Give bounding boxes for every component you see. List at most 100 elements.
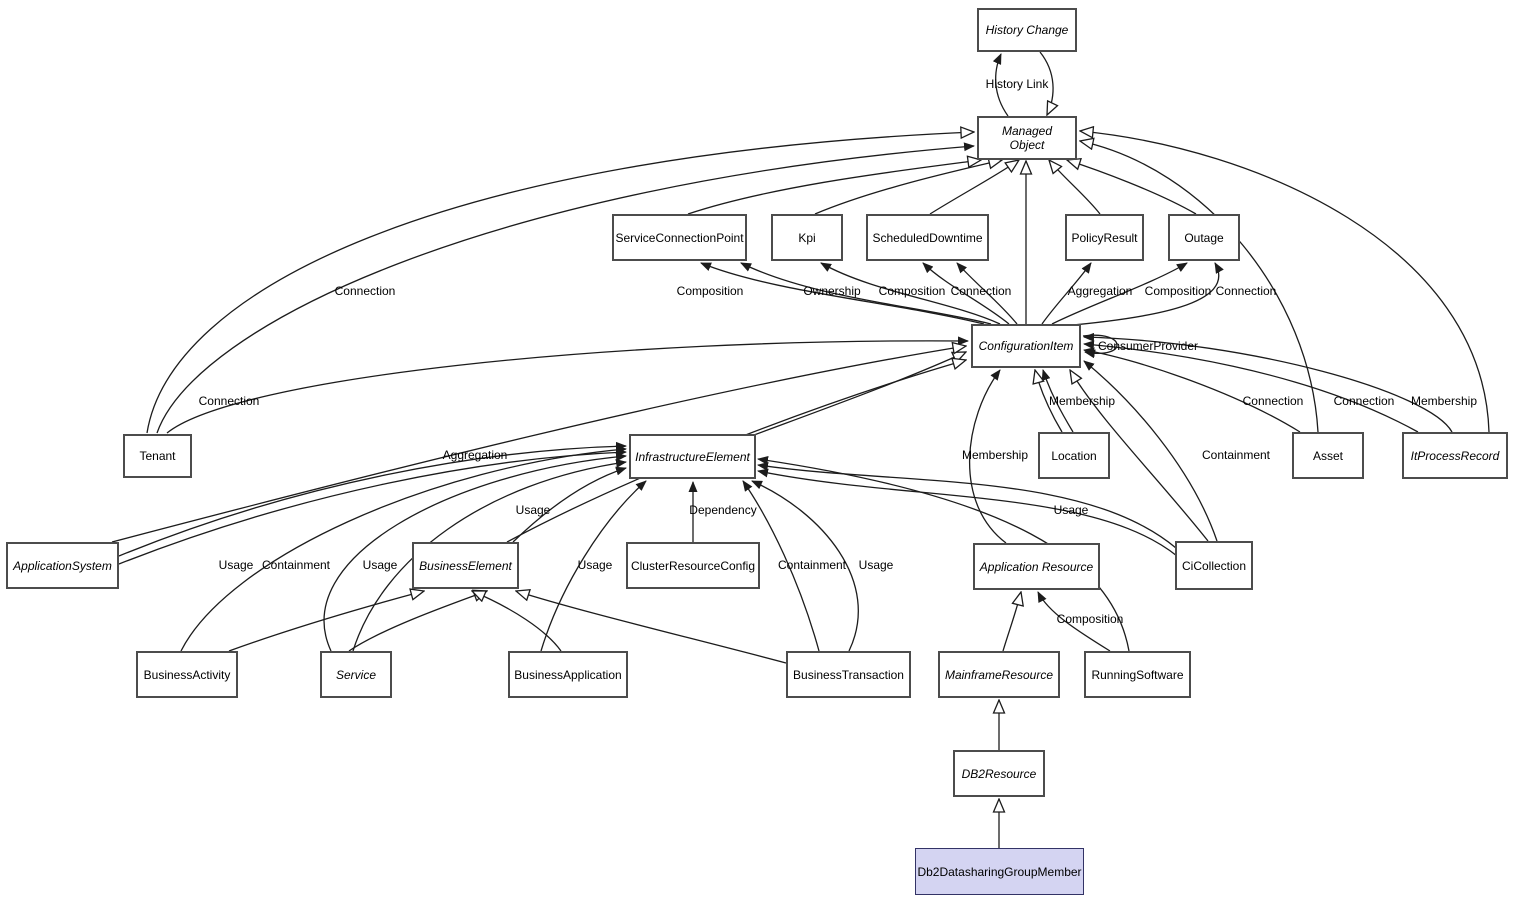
edge-label-composition-4: Composition: [878, 284, 946, 298]
edge-business-activity-to-business-element: [228, 591, 424, 652]
class-label-db2-resource: DB2Resource: [961, 766, 1037, 781]
edge-application-system-to-configuration-item: [111, 346, 966, 543]
edge-configuration-item-consumer-provider-loop: [1082, 334, 1118, 359]
edge-business-element-to-infrastructure-element-usage: [512, 466, 627, 543]
edge-label-ownership-3: Ownership: [803, 284, 861, 298]
class-box-kpi[interactable]: Kpi: [771, 214, 843, 261]
class-label-business-element: BusinessElement: [419, 558, 512, 573]
edge-location-to-configuration-item-membership: [1041, 369, 1074, 433]
edge-label-aggregation-6: Aggregation: [1067, 284, 1133, 298]
edge-label-aggregation-15: Aggregation: [442, 448, 508, 462]
edge-label-connection-8: Connection: [1215, 284, 1277, 298]
class-label-running-software: RunningSoftware: [1091, 667, 1184, 682]
class-box-application-system[interactable]: ApplicationSystem: [6, 542, 119, 589]
edge-service-to-infrastructure-element-usage: [352, 458, 627, 652]
class-label-scheduled-downtime: ScheduledDowntime: [872, 230, 983, 245]
edge-it-process-record-to-configuration-item-membership: [1083, 332, 1453, 433]
edge-label-composition-27: Composition: [1056, 612, 1124, 626]
edge-service-to-infrastructure-element-containment: [323, 452, 627, 652]
edge-label-containment-17: Containment: [1201, 448, 1271, 462]
class-box-db2-datasharing-group-member[interactable]: Db2DatasharingGroupMember: [915, 848, 1084, 895]
edge-tenant-to-configuration-item-connection: [166, 336, 969, 434]
edge-label-history-link-0: History Link: [985, 77, 1049, 91]
class-box-business-activity[interactable]: BusinessActivity: [136, 651, 238, 698]
class-box-service-connection-point[interactable]: ServiceConnectionPoint: [612, 214, 747, 261]
edge-label-consumerprovider-9: ConsumerProvider: [1097, 339, 1199, 353]
edge-application-system-to-infrastructure-element-aggregation: [118, 441, 627, 557]
class-box-db2-resource[interactable]: DB2Resource: [953, 750, 1045, 797]
edge-business-application-to-business-element: [472, 591, 562, 652]
class-box-infrastructure-element[interactable]: InfrastructureElement: [629, 434, 756, 479]
edge-asset-to-managed-object: [1080, 141, 1319, 433]
class-box-business-element[interactable]: BusinessElement: [412, 542, 519, 589]
class-label-it-process-record: ItProcessRecord: [1410, 448, 1500, 463]
class-label-service: Service: [335, 667, 376, 682]
class-label-policy-result: PolicyResult: [1071, 230, 1138, 245]
class-box-location[interactable]: Location: [1038, 432, 1110, 479]
class-label-history-change: History Change: [985, 23, 1069, 37]
edge-it-process-record-to-managed-object: [1080, 131, 1490, 433]
class-label-asset: Asset: [1312, 448, 1343, 463]
class-label-location: Location: [1051, 448, 1097, 463]
edge-label-composition-2: Composition: [676, 284, 744, 298]
edge-configuration-item-to-policy-result-aggregation: [1041, 262, 1092, 325]
edge-label-usage-18: Usage: [515, 503, 551, 517]
edge-label-containment-25: Containment: [777, 558, 847, 572]
class-box-running-software[interactable]: RunningSoftware: [1084, 651, 1191, 698]
class-box-business-application[interactable]: BusinessApplication: [508, 651, 628, 698]
edge-policy-result-to-managed-object: [1049, 160, 1101, 215]
edge-infrastructure-element-to-configuration-item: [753, 352, 966, 436]
class-box-managed-object[interactable]: Managed Object: [977, 116, 1077, 160]
edge-business-activity-to-infrastructure-element-usage: [180, 445, 627, 652]
edge-managed-object-to-history-change-history-link: [992, 53, 1009, 117]
edge-outage-to-managed-object: [1067, 160, 1197, 215]
class-box-it-process-record[interactable]: ItProcessRecord: [1402, 432, 1508, 479]
edge-label-connection-10: Connection: [198, 394, 260, 408]
edge-label-connection-12: Connection: [1242, 394, 1304, 408]
edge-ci-collection-to-infrastructure-element-2: [757, 468, 1178, 557]
class-box-asset[interactable]: Asset: [1292, 432, 1364, 479]
class-label-business-application: BusinessApplication: [514, 667, 622, 682]
edge-configuration-item-to-kpi-ownership: [820, 262, 1001, 325]
edge-label-membership-14: Membership: [1410, 394, 1478, 408]
class-label-cluster-resource-config: ClusterResourceConfig: [630, 558, 756, 573]
edge-label-dependency-19: Dependency: [689, 503, 757, 517]
class-box-application-resource[interactable]: Application Resource: [973, 543, 1100, 590]
class-label-ci-collection: CiCollection: [1181, 558, 1247, 573]
class-box-mainframe-resource[interactable]: MainframeResource: [938, 651, 1060, 698]
edge-asset-to-configuration-item-connection: [1083, 347, 1301, 433]
edge-label-connection-5: Connection: [950, 284, 1012, 298]
edge-label-usage-20: Usage: [1053, 503, 1089, 517]
edge-label-membership-16: Membership: [961, 448, 1029, 462]
edge-label-composition-7: Composition: [1144, 284, 1212, 298]
edge-label-membership-11: Membership: [1048, 394, 1116, 408]
edge-label-usage-24: Usage: [577, 558, 613, 572]
edge-ci-collection-to-infrastructure-element-1: [757, 461, 1177, 549]
edge-it-process-record-to-configuration-item-connection: [1083, 340, 1419, 433]
edge-business-transaction-to-business-element: [516, 591, 787, 664]
class-box-outage[interactable]: Outage: [1168, 214, 1240, 261]
class-box-history-change[interactable]: History Change: [977, 8, 1077, 52]
edge-history-change-to-managed-object: [1039, 51, 1053, 115]
edge-configuration-item-to-outage-connection: [1061, 262, 1224, 327]
edge-tenant-to-managed-object-connection: [156, 142, 975, 434]
edge-label-usage-26: Usage: [858, 558, 894, 572]
edge-service-to-business-element: [348, 591, 487, 652]
edge-label-containment-22: Containment: [261, 558, 331, 572]
class-box-tenant[interactable]: Tenant: [123, 434, 192, 478]
edge-label-connection-13: Connection: [1333, 394, 1395, 408]
class-box-configuration-item[interactable]: ConfigurationItem: [971, 324, 1081, 368]
class-box-ci-collection[interactable]: CiCollection: [1175, 541, 1253, 590]
class-box-service[interactable]: Service: [320, 651, 392, 698]
edge-running-software-to-application-resource-composition: [1037, 591, 1111, 652]
class-box-cluster-resource-config[interactable]: ClusterResourceConfig: [626, 542, 760, 589]
class-label-managed-object: Managed Object: [1001, 124, 1053, 152]
edge-configuration-item-to-scheduled-downtime-composition: [922, 262, 1010, 325]
class-box-policy-result[interactable]: PolicyResult: [1065, 214, 1144, 261]
class-label-business-activity: BusinessActivity: [143, 667, 231, 682]
class-box-business-transaction[interactable]: BusinessTransaction: [786, 651, 911, 698]
class-label-mainframe-resource: MainframeResource: [944, 667, 1054, 682]
class-box-scheduled-downtime[interactable]: ScheduledDowntime: [866, 214, 989, 261]
class-label-business-transaction: BusinessTransaction: [793, 667, 904, 682]
class-label-application-resource: Application Resource: [979, 559, 1094, 574]
